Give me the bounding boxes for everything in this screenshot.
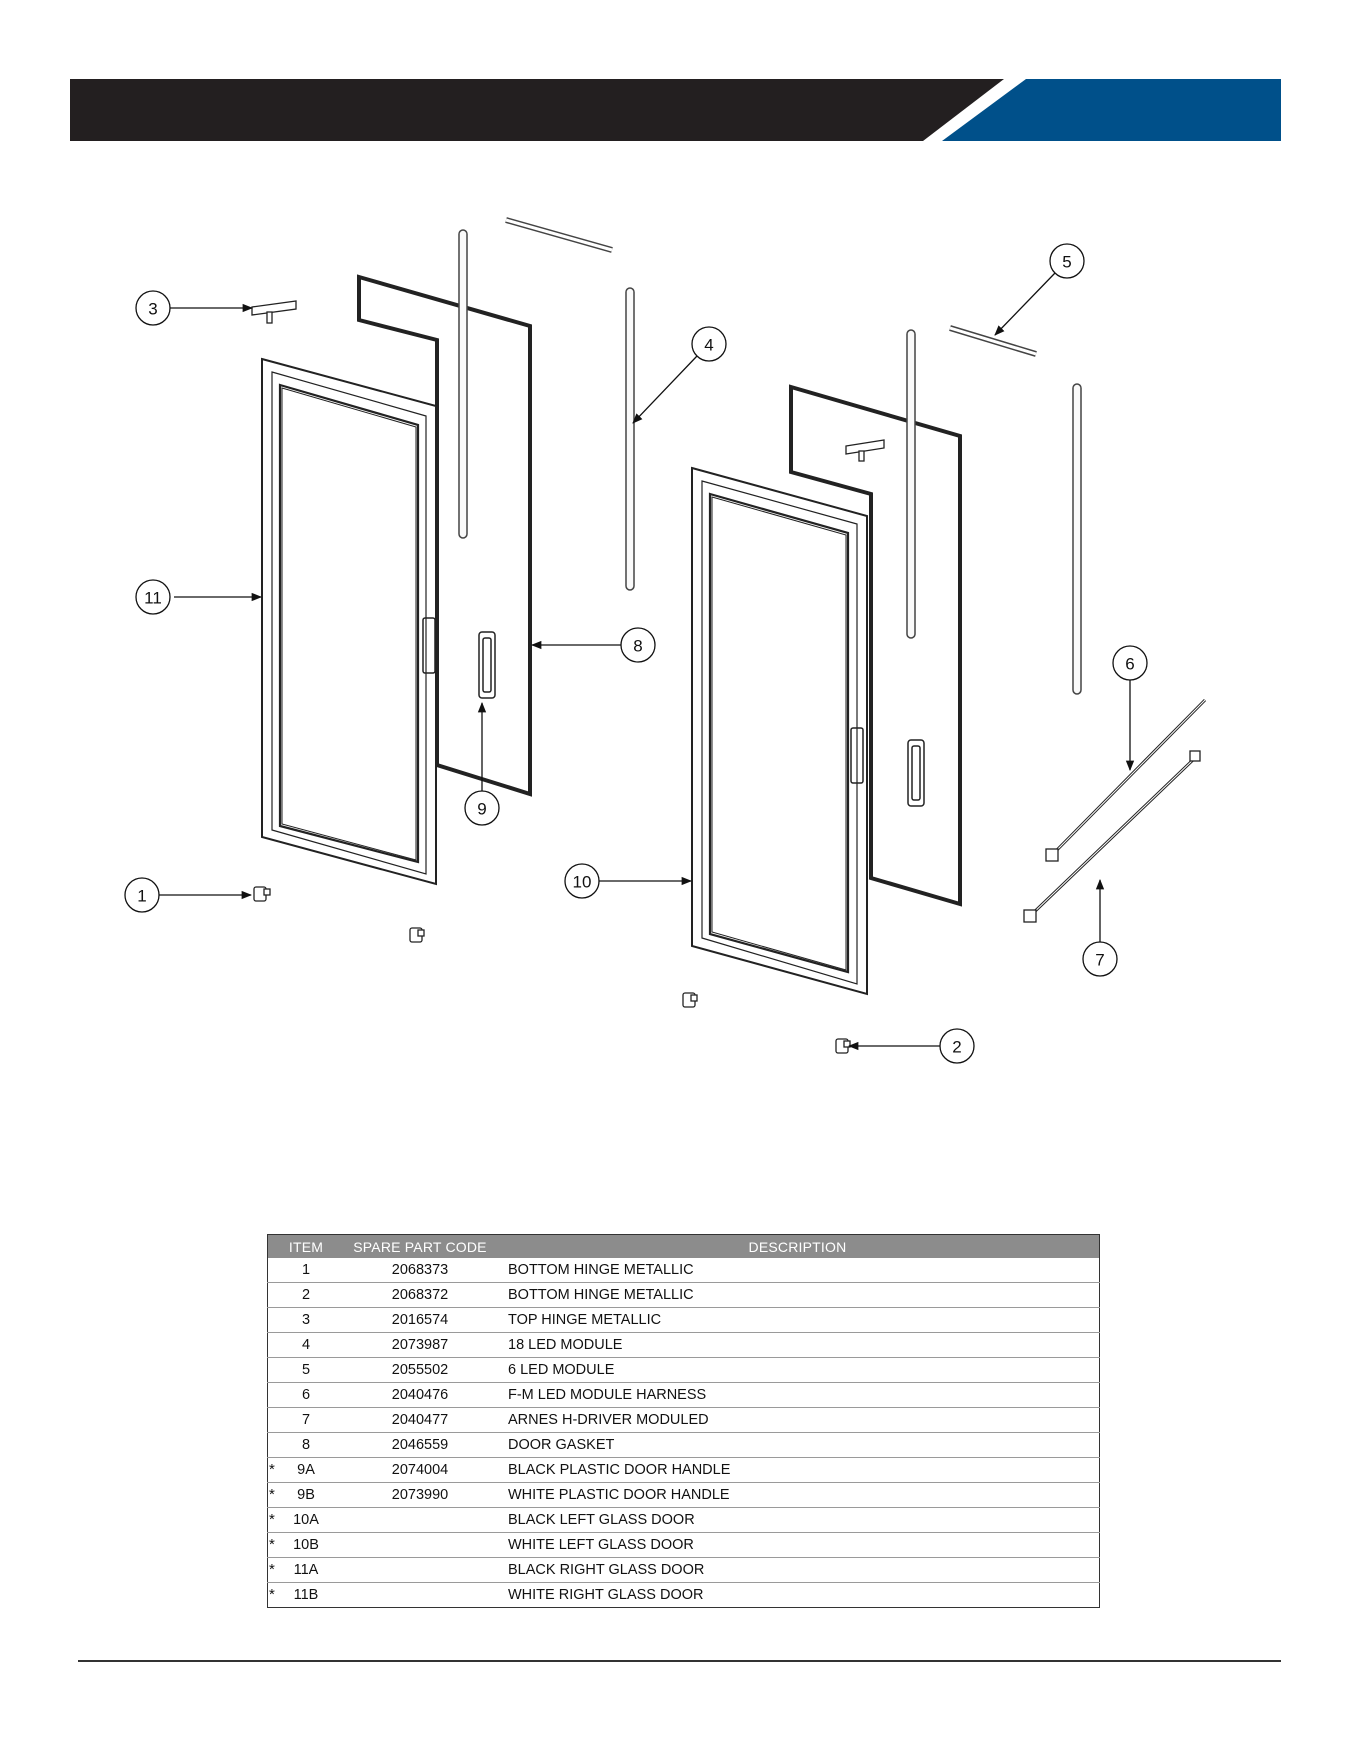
part-code: 2040477 (344, 1407, 496, 1433)
item-number: 8 (301, 1437, 311, 1453)
item-number: 10A (293, 1512, 319, 1528)
asterisk-mark: * (269, 1461, 275, 1478)
part-code: 2073987 (344, 1332, 496, 1358)
callout-4: 4 (704, 336, 713, 355)
header-item: ITEM (267, 1234, 344, 1258)
part-description: 6 LED MODULE (496, 1357, 1100, 1383)
top-hinge-left (251, 300, 297, 324)
item-number: 6 (301, 1387, 311, 1403)
part-description: F-M LED MODULE HARNESS (496, 1382, 1100, 1408)
callout-8: 8 (633, 637, 642, 656)
item-number: 7 (301, 1412, 311, 1428)
bottom-hinge-right (682, 992, 851, 1054)
part-description: DOOR GASKET (496, 1432, 1100, 1458)
item-number: 11A (293, 1562, 319, 1578)
header-dark-band (70, 79, 1004, 141)
item-number: 9B (297, 1487, 315, 1503)
part-code: 2068373 (344, 1258, 496, 1283)
table-row: 6 2040476 F-M LED MODULE HARNESS (267, 1382, 1100, 1408)
callout-5: 5 (1062, 253, 1071, 272)
table-row: * 9B 2073990 WHITE PLASTIC DOOR HANDLE (267, 1482, 1100, 1508)
table-row: * 9A 2074004 BLACK PLASTIC DOOR HANDLE (267, 1457, 1100, 1483)
part-code (344, 1583, 496, 1608)
bottom-hinge-left (253, 886, 425, 943)
part-code: 2074004 (344, 1457, 496, 1483)
asterisk-mark: * (269, 1486, 275, 1503)
part-description: WHITE RIGHT GLASS DOOR (508, 1587, 704, 1603)
part-description: BOTTOM HINGE METALLIC (496, 1282, 1100, 1308)
item-number: 11B (293, 1587, 319, 1603)
part-code: 2040476 (344, 1382, 496, 1408)
callout-balloons (124, 243, 1148, 1064)
table-row: 5 2055502 6 LED MODULE (267, 1357, 1100, 1383)
table-row: 8 2046559 DOOR GASKET (267, 1432, 1100, 1458)
part-description: WHITE LEFT GLASS DOOR (496, 1532, 1100, 1558)
left-glass-door (261, 357, 437, 886)
table-row: * 10A BLACK LEFT GLASS DOOR (267, 1507, 1100, 1533)
part-code: 2046559 (344, 1432, 496, 1458)
asterisk-mark: * (269, 1536, 275, 1553)
table-row: 1 2068373 BOTTOM HINGE METALLIC (267, 1258, 1100, 1283)
left-door-handle (478, 631, 496, 699)
table-row: 2 2068372 BOTTOM HINGE METALLIC (267, 1282, 1100, 1308)
table-row: 3 2016574 TOP HINGE METALLIC (267, 1307, 1100, 1333)
part-code (344, 1532, 496, 1558)
right-led-tubes (906, 325, 1082, 695)
table-row: * 11B WHITE RIGHT GLASS DOOR (268, 1583, 1100, 1608)
right-door-handle (907, 739, 925, 807)
led-harnesses (1023, 698, 1207, 923)
table-row: 7 2040477 ARNES H-DRIVER MODULED (267, 1407, 1100, 1433)
part-description: BOTTOM HINGE METALLIC (496, 1258, 1100, 1283)
part-code: 2068372 (344, 1282, 496, 1308)
callout-1: 1 (137, 887, 146, 906)
table-header-row: ITEM SPARE PART CODE DESCRIPTION (267, 1234, 1100, 1258)
part-description: WHITE PLASTIC DOOR HANDLE (496, 1482, 1100, 1508)
header-description: DESCRIPTION (496, 1234, 1100, 1258)
header-band (70, 79, 1281, 141)
callout-6: 6 (1125, 655, 1134, 674)
callout-7: 7 (1095, 951, 1104, 970)
header-blue-band (942, 79, 1281, 141)
callout-10: 10 (573, 873, 592, 892)
item-number: 5 (301, 1362, 311, 1378)
right-glass-door (691, 466, 868, 996)
right-door-gasket (789, 384, 962, 907)
exploded-parts-diagram: 3 4 5 11 8 9 1 10 6 7 2 (124, 217, 1207, 1064)
left-led-tubes (458, 217, 635, 591)
part-description: BLACK PLASTIC DOOR HANDLE (496, 1457, 1100, 1483)
table-row: * 11A BLACK RIGHT GLASS DOOR (267, 1557, 1100, 1583)
callout-2: 2 (952, 1038, 961, 1057)
callout-labels: 3 4 5 11 8 9 1 10 6 7 2 (137, 253, 1134, 1057)
part-description: ARNES H-DRIVER MODULED (496, 1407, 1100, 1433)
leader-lines (159, 272, 1135, 1051)
asterisk-mark: * (269, 1561, 275, 1578)
part-description: BLACK LEFT GLASS DOOR (496, 1507, 1100, 1533)
part-code: 2016574 (344, 1307, 496, 1333)
part-code (344, 1557, 496, 1583)
table-row: 4 2073987 18 LED MODULE (267, 1332, 1100, 1358)
item-number: 4 (301, 1337, 311, 1353)
part-code (344, 1507, 496, 1533)
callout-9: 9 (477, 800, 486, 819)
part-description: BLACK RIGHT GLASS DOOR (496, 1557, 1100, 1583)
item-number: 2 (301, 1287, 311, 1303)
item-number: 10B (293, 1537, 319, 1553)
table-row: * 10B WHITE LEFT GLASS DOOR (267, 1532, 1100, 1558)
asterisk-mark: * (269, 1586, 275, 1603)
part-code: 2055502 (344, 1357, 496, 1383)
callout-3: 3 (148, 300, 157, 319)
footer-rule (78, 1660, 1281, 1662)
item-number: 9A (297, 1462, 315, 1478)
part-code: 2073990 (344, 1482, 496, 1508)
part-description: TOP HINGE METALLIC (496, 1307, 1100, 1333)
item-number: 3 (301, 1312, 311, 1328)
spare-parts-table: ITEM SPARE PART CODE DESCRIPTION 1 20683… (267, 1234, 1100, 1608)
header-spare-part-code: SPARE PART CODE (344, 1234, 496, 1258)
item-number: 1 (301, 1262, 311, 1278)
asterisk-mark: * (269, 1511, 275, 1528)
callout-11: 11 (144, 589, 162, 608)
top-hinge-right (845, 439, 885, 462)
part-description: 18 LED MODULE (496, 1332, 1100, 1358)
